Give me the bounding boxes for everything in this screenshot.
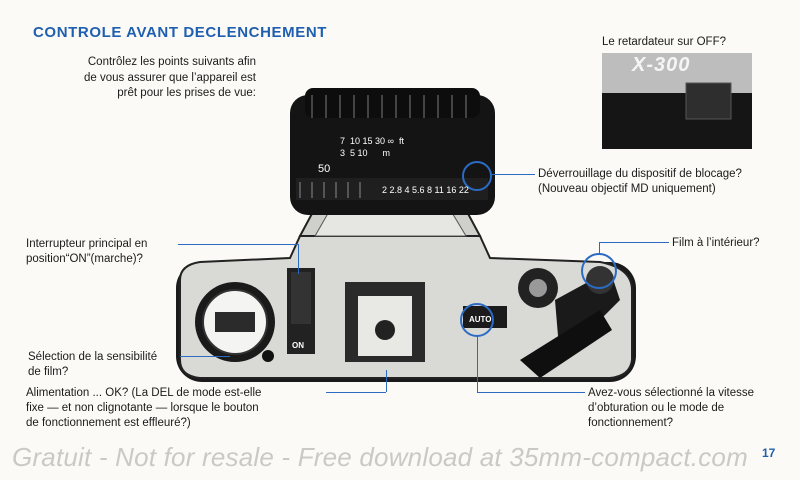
inset-illustration	[602, 53, 752, 149]
leader-film	[599, 242, 669, 243]
leader-interrupteur	[178, 244, 298, 245]
label-vitesse-3: fonctionnement?	[588, 417, 674, 429]
inset-model-name: X-300	[632, 54, 691, 76]
leader-deverrouillage	[491, 174, 535, 175]
label-sensibilite-2: de film?	[28, 366, 69, 378]
leader-alimentation	[326, 392, 386, 393]
watermark-text: Gratuit - Not for resale - Free download…	[12, 442, 748, 472]
self-timer-inset: X-300	[602, 53, 752, 149]
page-number: 17	[762, 446, 776, 460]
leader-alimentation-rise	[386, 370, 387, 392]
intro-paragraph: Contrôlez les points suivants afin de vo…	[36, 55, 256, 102]
intro-line: de vous assurer que l’appareil est	[84, 71, 256, 84]
label-film: Film à l’intérieur?	[672, 237, 760, 249]
label-retardateur: Le retardateur sur OFF?	[602, 36, 726, 48]
leader-vitesse-rise	[477, 336, 478, 392]
leader-film-drop	[599, 242, 600, 255]
leader-vitesse	[477, 392, 585, 393]
intro-line: prêt pour les prises de vue:	[117, 87, 256, 99]
label-alimentation-1: Alimentation ... OK? (La DEL de mode est…	[26, 387, 262, 399]
label-interrupteur-1: Interrupteur principal en	[26, 238, 148, 250]
label-alimentation-2: fixe — et non clignotante — lorsque le b…	[26, 402, 259, 414]
label-deverrouillage-2: (Nouveau objectif MD uniquement)	[538, 183, 716, 195]
lens-focal-length: 50	[318, 163, 331, 175]
label-vitesse-1: Avez-vous sélectionné la vitesse	[588, 387, 754, 399]
lens-aperture-scale: 2 2.8 4 5.6 8 11 16 22	[382, 185, 469, 195]
mode-auto-label: AUTO	[469, 315, 492, 324]
lens-metre-scale: 3 5 10 m	[340, 148, 391, 158]
label-sensibilite-1: Sélection de la sensibilité	[28, 351, 158, 363]
page-title: CONTROLE AVANT DECLENCHEMENT	[33, 24, 328, 41]
leader-sensibilite	[180, 356, 230, 357]
lens-distance-scale: 7 10 15 30 ∞ ft	[340, 136, 404, 146]
label-alimentation-3: de fonctionnement est effleuré?)	[26, 417, 191, 429]
intro-line: Contrôlez les points suivants afin	[87, 56, 256, 68]
label-interrupteur-2: position“ON”(marche)?	[26, 253, 143, 265]
label-vitesse-2: d’obturation ou le mode de	[588, 402, 725, 414]
leader-interrupteur-drop	[298, 244, 299, 274]
switch-on-label: ON	[292, 341, 304, 350]
label-deverrouillage-1: Déverrouillage du dispositif de blocage?	[538, 168, 742, 180]
